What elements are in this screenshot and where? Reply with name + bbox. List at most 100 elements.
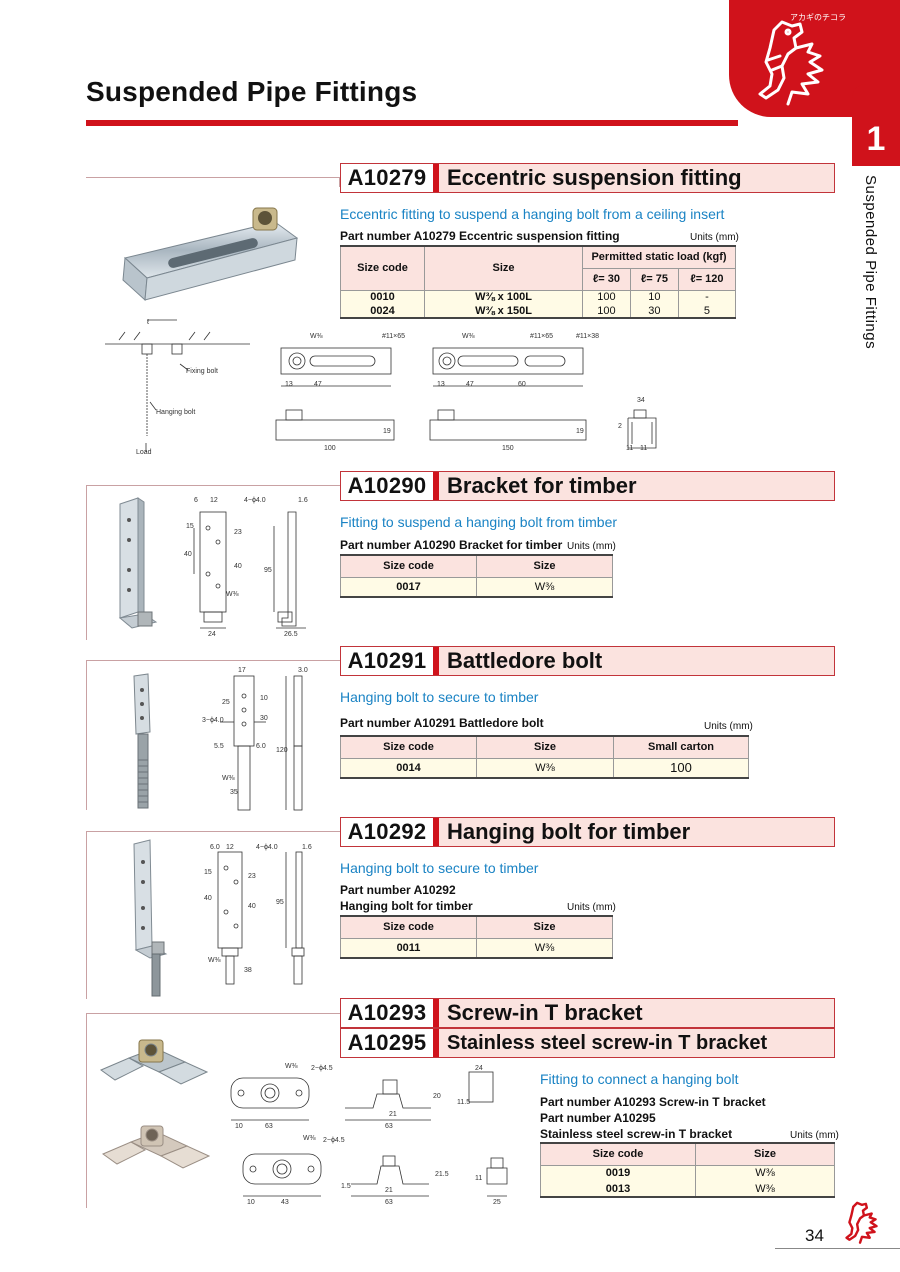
section-rule — [86, 177, 340, 178]
dim: 6 — [194, 497, 198, 504]
dim: W⅜ — [222, 775, 235, 782]
units-label: Units (mm) — [567, 902, 616, 913]
chapter-tab[interactable]: 1 — [852, 84, 900, 166]
col-size-code: Size code — [340, 554, 477, 578]
section-rule — [86, 660, 87, 810]
dimension-drawing: ℓ Fixing bolt Hanging bolt Load W⅜ #11×6… — [105, 319, 657, 456]
col-l120: ℓ= 120 — [677, 267, 737, 291]
col-l75: ℓ= 75 — [629, 267, 679, 291]
dim: 47 — [466, 381, 474, 388]
product-code: A10292 — [341, 818, 439, 846]
dim: 60 — [518, 381, 526, 388]
dim: W⅜ — [208, 957, 221, 964]
dim: 1.6 — [302, 844, 312, 851]
dim: W⅜ — [285, 1063, 298, 1070]
dim: 25 — [222, 699, 230, 706]
dim: 47 — [314, 381, 322, 388]
dinosaur-mascot-icon — [758, 20, 824, 106]
dim: 11 — [475, 1175, 482, 1182]
product-description: Hanging bolt to secure to timber — [340, 860, 539, 876]
dimension-drawing: 17 3.0 25 10 3−ϕ4.0 30 5.5 6.0 120 W⅜ 35 — [202, 667, 308, 811]
dim: 24 — [208, 631, 216, 638]
dim: 63 — [265, 1123, 273, 1130]
page-title: Suspended Pipe Fittings — [86, 76, 418, 107]
label-hole: #11×65 — [382, 333, 405, 340]
label-load: Load — [136, 449, 152, 456]
part-number: Part number A10291 Battledore bolt — [340, 716, 544, 730]
product-name: Eccentric suspension fitting — [447, 165, 742, 190]
col-size-code: Size code — [340, 915, 477, 939]
label-hole: #11×38 — [576, 333, 599, 340]
units-label: Units (mm) — [690, 232, 739, 243]
dim: 21.5 — [435, 1171, 449, 1178]
dim: 3−ϕ4.0 — [202, 717, 224, 724]
product-code: A10293 — [341, 999, 439, 1027]
dim: 100 — [324, 445, 336, 452]
product-name: Bracket for timber — [447, 473, 637, 498]
dim: 1.5 — [341, 1183, 351, 1190]
product-code: A10295 — [341, 1029, 439, 1057]
part-number: Part number A10295 — [540, 1111, 656, 1125]
units-label: Units (mm) — [567, 541, 616, 552]
product-photo — [118, 497, 158, 629]
dim: 24 — [475, 1065, 483, 1072]
dim: 40 — [234, 563, 242, 570]
col-carton: Small carton — [613, 735, 749, 759]
section-header-a10292: A10292 Hanging bolt for timber — [340, 817, 835, 847]
product-photo — [122, 207, 299, 302]
part-number: Part number A10290 Bracket for timber — [340, 538, 563, 552]
dim: 3.0 — [298, 667, 308, 674]
dim: 1.6 — [298, 497, 308, 504]
section-header-a10290: A10290 Bracket for timber — [340, 471, 835, 501]
part-name: Hanging bolt for timber — [340, 899, 473, 913]
col-size: Size — [476, 554, 613, 578]
dim: 63 — [385, 1123, 393, 1130]
product-description: Eccentric fitting to suspend a hanging b… — [340, 206, 725, 222]
col-size: Size — [424, 245, 583, 291]
dim: 40 — [184, 551, 192, 558]
product-photo — [99, 1039, 211, 1169]
section-header-a10293: A10293 Screw-in T bracket — [340, 998, 835, 1028]
col-size: Size — [695, 1142, 835, 1166]
dim: 150 — [502, 445, 514, 452]
dim: 35 — [230, 789, 238, 796]
label-hanging-bolt: Hanging bolt — [156, 409, 195, 416]
dim: 2−ϕ4.5 — [311, 1065, 333, 1072]
dim: 12 — [226, 844, 234, 851]
section-rule — [86, 660, 340, 661]
col-size-code: Size code — [340, 735, 477, 759]
mascot-label: アカギのチコラ — [790, 13, 846, 22]
col-l30: ℓ= 30 — [582, 267, 631, 291]
footer-rule — [775, 1248, 900, 1249]
section-rule — [86, 831, 87, 999]
col-size: Size — [476, 735, 614, 759]
dim: 15 — [204, 869, 212, 876]
dim: 2 — [618, 423, 622, 430]
units-label: Units (mm) — [704, 721, 753, 732]
product-photo — [133, 673, 151, 809]
dim: 13 — [285, 381, 293, 388]
dim: 4−ϕ4.0 — [244, 497, 266, 504]
section-rule — [86, 1013, 87, 1208]
section-rule — [86, 831, 340, 832]
col-size-code: Size code — [540, 1142, 696, 1166]
section-rule — [86, 485, 340, 486]
dim: 11.5 — [457, 1099, 470, 1106]
product-code: A10290 — [341, 472, 439, 500]
product-name: Battledore bolt — [447, 648, 603, 673]
dimension-drawing: 6.0 12 4−ϕ4.0 1.6 15 23 40 40 95 W⅜ 38 — [204, 844, 312, 985]
section-header-a10279: A10279 Eccentric suspension fitting — [340, 163, 835, 193]
part-number: Part number A10292 — [340, 883, 456, 897]
dim: 6.0 — [256, 743, 266, 750]
dinosaur-mascot-icon — [845, 1201, 878, 1244]
dim: 17 — [238, 667, 246, 674]
